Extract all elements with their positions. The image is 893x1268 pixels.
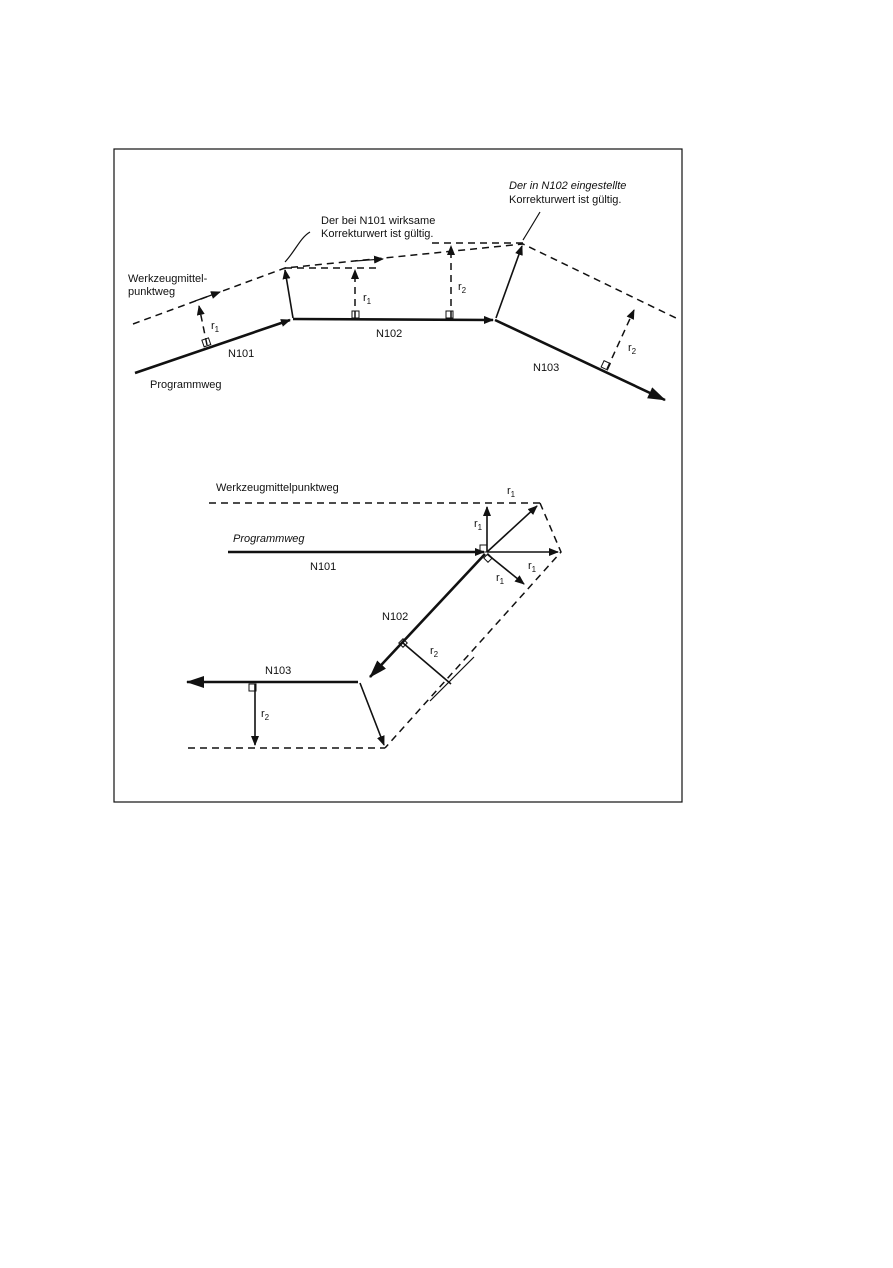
block-label-n101: N101 — [228, 348, 254, 360]
radius-label-r1-down: r1 — [496, 572, 505, 586]
radius-label-r2-a: r2 — [458, 281, 467, 295]
block-label-n102: N102 — [376, 328, 402, 340]
right-angle-n102-a — [351, 310, 360, 319]
radius-r2-n103 — [606, 309, 635, 370]
right-angle-corner-top — [479, 544, 488, 553]
callout-right-leader — [522, 211, 541, 241]
program-path-n102 — [292, 315, 494, 324]
vector-r1-down-right — [486, 553, 525, 585]
right-angle-n102-b — [445, 310, 454, 319]
radius-label-r2-n103: r2 — [261, 708, 270, 722]
radius-label-r2-n102: r2 — [430, 645, 439, 659]
radius-label-r1-up: r1 — [474, 518, 483, 532]
block-label-n103: N103 — [533, 362, 559, 374]
right-angle-corner-diag — [483, 553, 493, 563]
radius-label-r2-b: r2 — [628, 342, 637, 356]
program-path-n103 — [494, 318, 666, 402]
block-label-n101: N101 — [310, 561, 336, 573]
tool-path-label-line-2: punktweg — [128, 286, 175, 298]
callout-right-line-1: Der in N102 eingestellte — [509, 180, 626, 192]
corner-vector-1 — [282, 269, 294, 319]
vector-r1-diagonal — [486, 505, 538, 553]
radius-label-r1-top: r1 — [507, 485, 516, 499]
tool-path-label: Werkzeugmittelpunktweg — [216, 482, 339, 494]
tool-path-dashed — [132, 243, 681, 325]
tool-path-arrow-2 — [354, 255, 384, 264]
callout-left-leader — [284, 231, 311, 263]
radius-label-r1-a: r1 — [211, 320, 220, 334]
callout-right-line-2: Korrekturwert ist gültig. — [509, 194, 621, 206]
program-path-label: Programmweg — [150, 379, 222, 391]
tool-path-corner — [384, 502, 562, 749]
right-angle-n103 — [248, 683, 257, 692]
radius-r2-n102 — [402, 642, 452, 685]
tool-path-label-line-1: Werkzeugmittel- — [128, 273, 208, 285]
corner-vector-n103 — [359, 682, 385, 746]
callout-left-line-2: Korrekturwert ist gültig. — [321, 228, 433, 240]
figure-border — [113, 148, 683, 803]
block-label-n102: N102 — [382, 611, 408, 623]
right-angle-n101 — [201, 337, 212, 348]
radius-label-r1-b: r1 — [363, 292, 372, 306]
offset-line-n102 — [429, 656, 475, 702]
corner-vector-2 — [495, 245, 523, 319]
callout-left-line-1: Der bei N101 wirksame — [321, 215, 435, 227]
bottom-diagram: Werkzeugmittelpunktweg Programmweg N101 … — [186, 482, 562, 749]
right-angle-n103 — [600, 360, 612, 371]
program-path-label: Programmweg — [233, 533, 305, 545]
tool-path-arrow-1 — [194, 291, 221, 302]
block-label-n103: N103 — [265, 665, 291, 677]
radius-label-r1-right: r1 — [528, 560, 537, 574]
right-angle-n102 — [398, 638, 408, 648]
program-path-n101 — [134, 318, 291, 375]
program-path-n102 — [369, 553, 486, 678]
top-diagram: Der bei N101 wirksame Korrekturwert ist … — [128, 180, 681, 402]
